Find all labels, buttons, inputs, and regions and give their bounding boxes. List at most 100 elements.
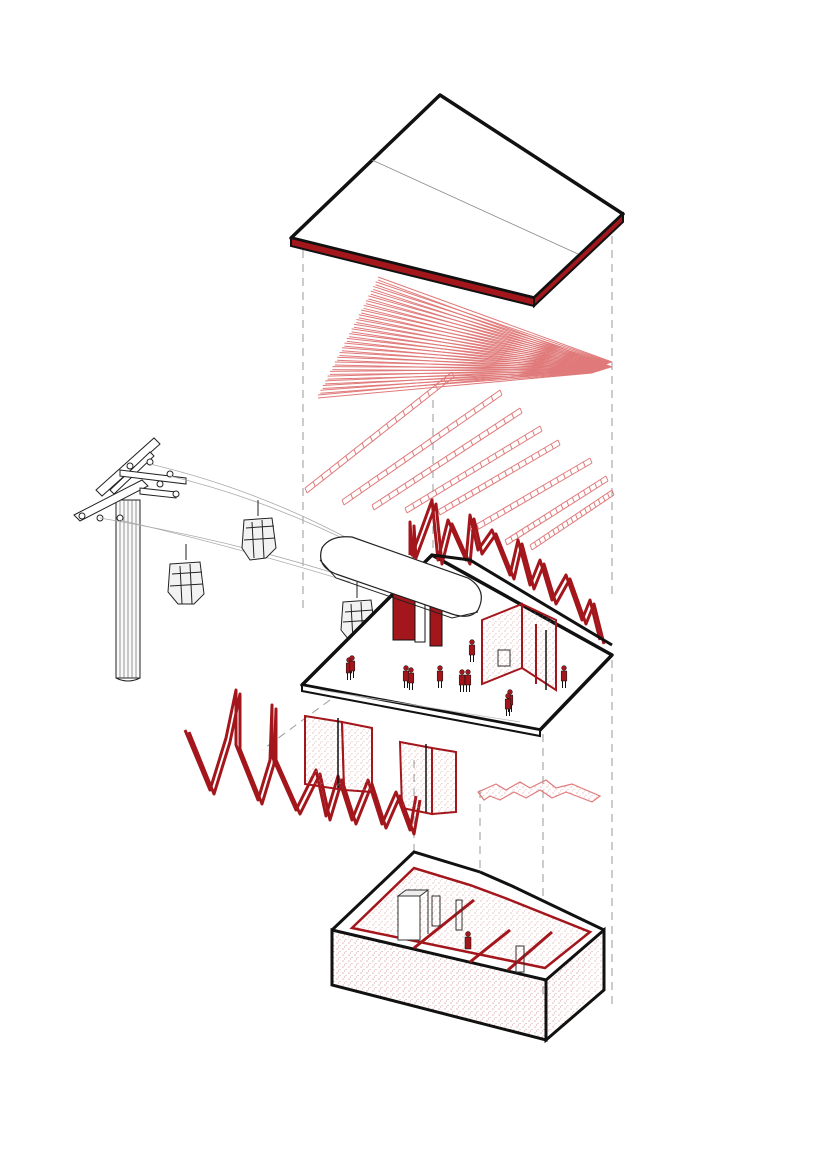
roof-batten xyxy=(341,350,601,372)
person-figure xyxy=(407,667,415,690)
beam-rib xyxy=(478,434,482,441)
roof-batten xyxy=(375,281,612,363)
roof-batten xyxy=(329,371,597,375)
person-figure xyxy=(402,665,410,688)
beam-rib xyxy=(565,520,569,526)
person-figure xyxy=(560,665,568,688)
beam-rib xyxy=(361,442,365,449)
beam-rib xyxy=(464,471,468,477)
beam-rib xyxy=(552,529,556,535)
beam-rib xyxy=(543,535,547,542)
roof-batten xyxy=(368,298,609,369)
beam-rib xyxy=(524,434,528,441)
beam-rib xyxy=(438,432,442,438)
roof-batten xyxy=(322,372,594,390)
beam-rib xyxy=(396,488,400,495)
beam-rib xyxy=(412,477,416,484)
base-volume xyxy=(330,850,606,1044)
deck-booth xyxy=(431,553,613,692)
beam-rib xyxy=(437,509,441,516)
beam-rib xyxy=(371,504,375,511)
beam-rib xyxy=(503,418,507,424)
beam-rib xyxy=(429,467,433,473)
beam-rib xyxy=(329,468,332,474)
platform-deck xyxy=(300,553,614,738)
beam-rib xyxy=(429,438,433,445)
cable-car-pylon xyxy=(73,437,187,682)
beam-rib xyxy=(486,429,490,435)
roof-batten xyxy=(358,317,606,370)
beam-rib xyxy=(589,457,593,464)
roof-batten xyxy=(368,295,609,364)
beam-rib xyxy=(526,525,530,531)
roof-batten xyxy=(370,293,610,369)
roof-batten xyxy=(353,326,605,370)
beam-rib xyxy=(385,469,389,475)
beam-rib xyxy=(542,485,546,491)
beam-rib xyxy=(502,448,505,454)
roof-batten xyxy=(351,331,604,371)
beam-rib xyxy=(464,494,468,500)
person-figure xyxy=(436,665,444,688)
beam-rib xyxy=(602,495,606,502)
beam-rib xyxy=(515,532,519,539)
roof-batten xyxy=(349,336,603,371)
beam-rib xyxy=(577,493,581,499)
beam-rib xyxy=(511,413,515,419)
beam-rib xyxy=(420,472,424,478)
beam-rib xyxy=(473,408,477,414)
beam-rib xyxy=(584,508,588,514)
roof-batten xyxy=(375,284,612,368)
beam-rib xyxy=(499,389,503,396)
beam-rib xyxy=(410,404,414,410)
beam-rib xyxy=(611,489,615,496)
beam-rib xyxy=(404,483,408,489)
beam-rib xyxy=(510,467,514,473)
beam-rib xyxy=(593,502,597,508)
base-person xyxy=(464,931,472,950)
beam-rib xyxy=(599,479,603,485)
beam-rib xyxy=(583,490,587,496)
beam-rib xyxy=(576,465,580,471)
beam-rib xyxy=(484,482,488,488)
roof-slab xyxy=(289,93,625,309)
beam-rib xyxy=(534,541,538,548)
beam-rib xyxy=(582,461,586,468)
beam-rib xyxy=(597,498,601,505)
beam-rib xyxy=(549,481,553,487)
beam-rib xyxy=(470,440,474,446)
beam-rib xyxy=(387,494,391,500)
beam-rib xyxy=(579,511,583,517)
beam-rib xyxy=(420,444,424,451)
roof-batten xyxy=(365,303,609,369)
beam-rib xyxy=(464,414,468,420)
beam-rib xyxy=(496,512,500,518)
beam-rib xyxy=(570,517,574,523)
beam-rib xyxy=(367,481,371,487)
beam-rib xyxy=(442,485,445,491)
roof-batten xyxy=(317,372,593,399)
beam-rib xyxy=(455,420,459,426)
beam-rib xyxy=(412,503,415,509)
beam-rib xyxy=(497,474,501,481)
beam-rib xyxy=(341,499,345,506)
beam-rib xyxy=(560,504,564,510)
beam-rib xyxy=(509,444,513,450)
beam-rib xyxy=(562,473,566,479)
beam-rib xyxy=(419,498,423,505)
roof-batten xyxy=(377,279,613,368)
beam-rib xyxy=(517,463,521,469)
beam-rib xyxy=(437,461,441,468)
roof-battens xyxy=(304,276,615,551)
zigzag-frame xyxy=(187,692,422,836)
beam-rib xyxy=(434,489,438,495)
beam-rib xyxy=(509,504,513,510)
zigzag-frame xyxy=(412,502,606,645)
beam-rib xyxy=(569,469,573,475)
beam-rib xyxy=(606,492,610,499)
beam-rib xyxy=(536,488,540,495)
beam-rib xyxy=(402,410,406,416)
beam-rib xyxy=(394,463,398,469)
beam-rib xyxy=(522,496,526,503)
